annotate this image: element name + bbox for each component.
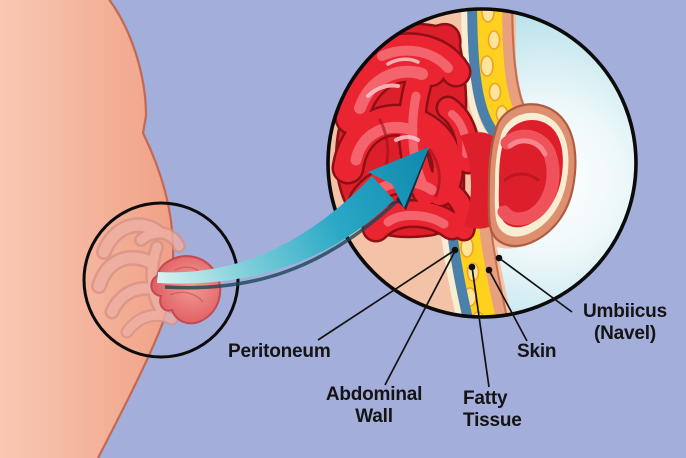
leader-line-skin xyxy=(488,269,528,342)
leader-line-peritoneum xyxy=(317,249,456,341)
dot-peritoneum xyxy=(451,246,459,254)
leader-line-fatty-tissue xyxy=(471,266,490,388)
leader-line-abdominal-wall xyxy=(384,250,456,386)
zoom-circle-outline xyxy=(326,7,638,319)
dot-fatty-tissue xyxy=(468,263,476,271)
dot-skin xyxy=(485,266,493,274)
label-peritoneum-text: Peritoneum xyxy=(228,341,331,362)
zoom-arrow-icon xyxy=(157,147,429,290)
inset-circle-outline xyxy=(82,201,240,359)
leader-line-umbilicus xyxy=(498,257,573,313)
leader-dots xyxy=(451,246,503,274)
label-umbilicus: Umbiicus (Navel) xyxy=(583,301,667,344)
label-abdominal-wall: Abdominal Wall xyxy=(325,384,423,427)
label-peritoneum: Peritoneum xyxy=(228,341,331,363)
hernia-bulge-large xyxy=(487,103,577,248)
leader-lines xyxy=(317,249,573,388)
label-skin: Skin xyxy=(517,341,557,362)
dot-umbilicus xyxy=(495,254,503,262)
label-fatty-tissue: Fatty Tissue xyxy=(463,388,522,431)
